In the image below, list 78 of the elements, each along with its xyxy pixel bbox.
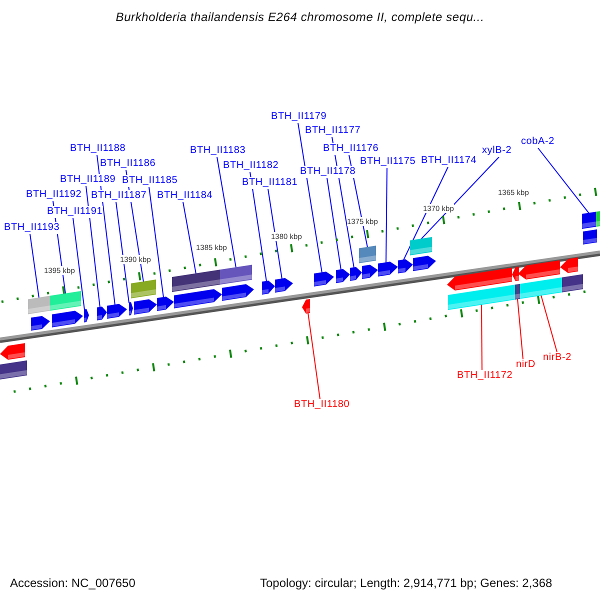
gene-label: BTH_II1175 [360,156,416,168]
leader-line [148,186,164,298]
gene-feature [448,284,515,310]
gene-feature [562,274,583,292]
gene-feature [0,343,25,360]
gene-feature [97,306,107,320]
gene-label: BTH_II1179 [271,111,327,123]
gene-feature [172,270,220,292]
gene-label: BTH_II1176 [323,143,379,155]
gene-label: BTH_II1183 [190,145,246,157]
gene-label: BTH_II1186 [100,158,156,170]
gene-label: cobA-2 [521,136,554,148]
gene-feature [336,269,350,284]
gene-label: xylB-2 [482,145,512,157]
leader-line [116,202,130,304]
gene-feature [28,296,50,314]
gene-feature [378,262,398,277]
leader-line [481,304,482,370]
title: Burkholderia thailandensis E264 chromosome II, complete sequ... [114,10,486,24]
gene-label: BTH_II1189 [60,174,116,186]
leader-line [72,218,85,310]
gene-feature [515,284,520,300]
gene-feature [582,212,596,229]
leader-line [182,202,196,274]
gene-feature [596,211,600,227]
leader-line [538,148,590,214]
gene-feature [262,280,275,295]
footer-text: Topology: circular; Length: 2,914,771 bp; Genes: 2,368 [260,576,552,590]
gene-feature [314,272,334,287]
gene-feature [350,266,362,281]
gene-label: BTH_II1182 [223,160,279,172]
gene-label: BTH_II1178 [300,166,356,178]
gene-label: BTH_II1187 [91,190,147,202]
gene-label: BTH_II1184 [157,190,213,202]
gene-feature [560,257,578,273]
gene-feature [275,278,293,293]
leader-line [268,188,282,280]
leader-line [517,298,524,360]
gene-feature [31,316,50,331]
gene-feature [157,296,174,311]
gene-label: BTH_II1177 [305,125,361,137]
leader-line [308,312,320,400]
gene-feature [131,279,156,298]
leader-line [540,294,558,352]
leader-line [30,234,40,298]
gene-feature [302,298,310,314]
gene-feature [359,246,376,264]
leader-line [386,168,388,264]
gene-label: BTH_II1191 [47,206,103,218]
gene-label: BTH_II1174 [421,155,477,167]
gene-label: BTH_II1172 [457,370,513,382]
gene-label: BTH_II1192 [26,189,82,201]
gene-feature [398,259,413,274]
gene-label: BTH_II1193 [4,222,60,234]
gene-label: BTH_II1180 [294,399,350,411]
gene-feature [410,236,432,256]
leader-line [298,122,322,274]
gene-feature [50,291,81,311]
leader-line [86,186,100,308]
gene-feature [512,266,519,282]
leader-line [326,178,342,270]
gene-feature [0,360,27,380]
gene-label: BTH_II1185 [122,175,178,187]
gene-feature [520,277,562,299]
gene-feature [413,256,436,272]
gene-label: BTH_II1181 [242,177,298,189]
gene-label: BTH_II1188 [70,143,126,155]
gene-feature [220,264,252,285]
gene-feature [583,229,597,245]
gene-feature [84,309,89,322]
gene-feature [222,284,254,301]
leader-line [216,156,236,268]
leader-line [250,172,267,282]
leader-line [420,156,500,240]
footer-text: Accession: NC_007650 [10,576,136,590]
gene-feature [129,302,133,316]
gene-feature [362,264,378,280]
leader-line [403,166,448,261]
